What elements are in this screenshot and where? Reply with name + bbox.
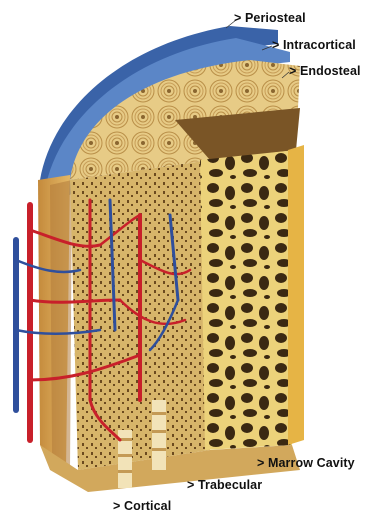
endosteal-right-edge xyxy=(288,145,304,445)
label-intracortical: > Intracortical xyxy=(272,39,356,52)
label-trabecular: > Trabecular xyxy=(187,479,262,492)
label-periosteal: > Periosteal xyxy=(234,12,306,25)
trabecular-bone-block xyxy=(200,150,296,450)
cortical-wall-fibers xyxy=(50,180,72,470)
label-cortical: > Cortical xyxy=(113,500,171,513)
label-endosteal: > Endosteal xyxy=(289,65,361,78)
label-marrow-cavity: > Marrow Cavity xyxy=(257,457,355,470)
